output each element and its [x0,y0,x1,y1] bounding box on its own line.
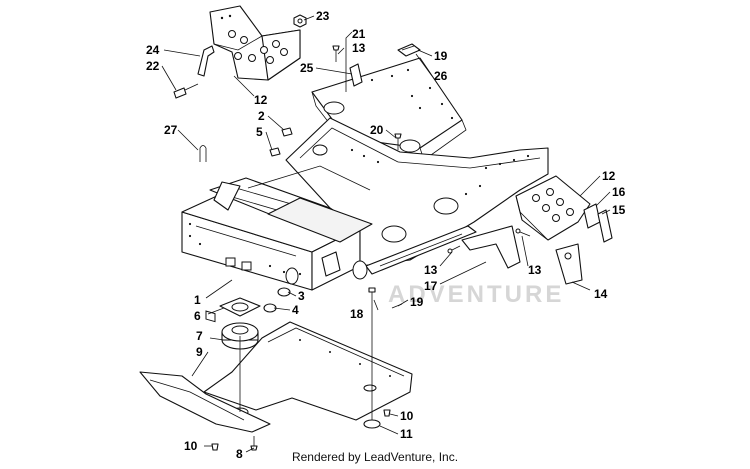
callout-19-top: 19 [434,49,448,63]
callout-13-top: 13 [352,41,366,55]
rivet-13-top[interactable] [332,45,340,62]
callout-26: 26 [434,69,448,83]
callout-27: 27 [164,123,178,137]
callout-labels: 23 24 22 12 21 13 25 19 26 2 5 20 27 12 … [146,9,626,461]
callout-1: 1 [194,293,201,307]
callout-16: 16 [612,185,626,199]
bracket-15[interactable] [597,209,613,243]
callout-21: 21 [352,27,366,41]
u-bolt-27[interactable] [199,145,207,163]
cover-panel-21[interactable] [311,57,467,161]
rivet-8[interactable] [250,436,258,451]
screw-10-right[interactable] [383,409,391,417]
callout-23: 23 [316,9,330,23]
clip-25[interactable] [349,63,363,87]
callout-14: 14 [594,287,608,301]
callout-5: 5 [256,125,263,139]
rivet-13-right[interactable] [515,228,531,237]
callout-22: 22 [146,59,160,73]
strap-24[interactable] [197,45,215,77]
bolt-22[interactable] [173,83,199,99]
nut-23[interactable] [293,14,307,28]
callout-20: 20 [370,123,384,137]
callout-12-top: 12 [254,93,268,107]
callout-12-right: 12 [602,169,616,183]
watermark-text: ADVENTURE [388,281,564,308]
callout-13-mid: 13 [424,263,438,277]
bolt-5[interactable] [269,147,281,157]
footer-credit: Rendered by LeadVenture, Inc. [291,450,459,464]
callout-8: 8 [236,447,243,461]
washer-3[interactable] [277,287,291,297]
rivet-13-mid[interactable] [447,245,461,254]
callout-24: 24 [146,43,160,57]
callout-3: 3 [298,289,305,303]
callout-17: 17 [424,279,438,293]
grommet-11[interactable] [363,419,381,429]
callout-11: 11 [400,427,413,441]
footrest-bracket-right[interactable] [515,175,591,241]
callout-10-right: 10 [400,409,414,423]
bracket-14[interactable] [555,243,583,285]
bolt-2[interactable] [281,127,293,137]
flange-6[interactable] [219,297,261,317]
callout-2: 2 [258,109,265,123]
leader-lines [161,15,611,453]
callout-10-left: 10 [184,439,198,453]
callout-19-lower: 19 [410,295,424,309]
callout-13-right: 13 [528,263,542,277]
bracket-17[interactable] [461,225,521,269]
callout-7: 7 [196,329,203,343]
pad-26[interactable] [397,43,421,57]
chassis-frame-1[interactable] [181,117,549,323]
bolt-20[interactable] [394,133,402,150]
footrest-bracket-left[interactable] [209,5,301,81]
callout-6: 6 [194,309,201,323]
callout-18: 18 [350,307,364,321]
callout-25: 25 [300,61,314,75]
screw-10-left[interactable] [211,443,219,451]
bolt-18[interactable] [368,287,376,300]
callout-15: 15 [612,203,626,217]
callout-4: 4 [292,303,299,317]
callout-9: 9 [196,345,203,359]
front-skid-9[interactable] [139,371,271,433]
